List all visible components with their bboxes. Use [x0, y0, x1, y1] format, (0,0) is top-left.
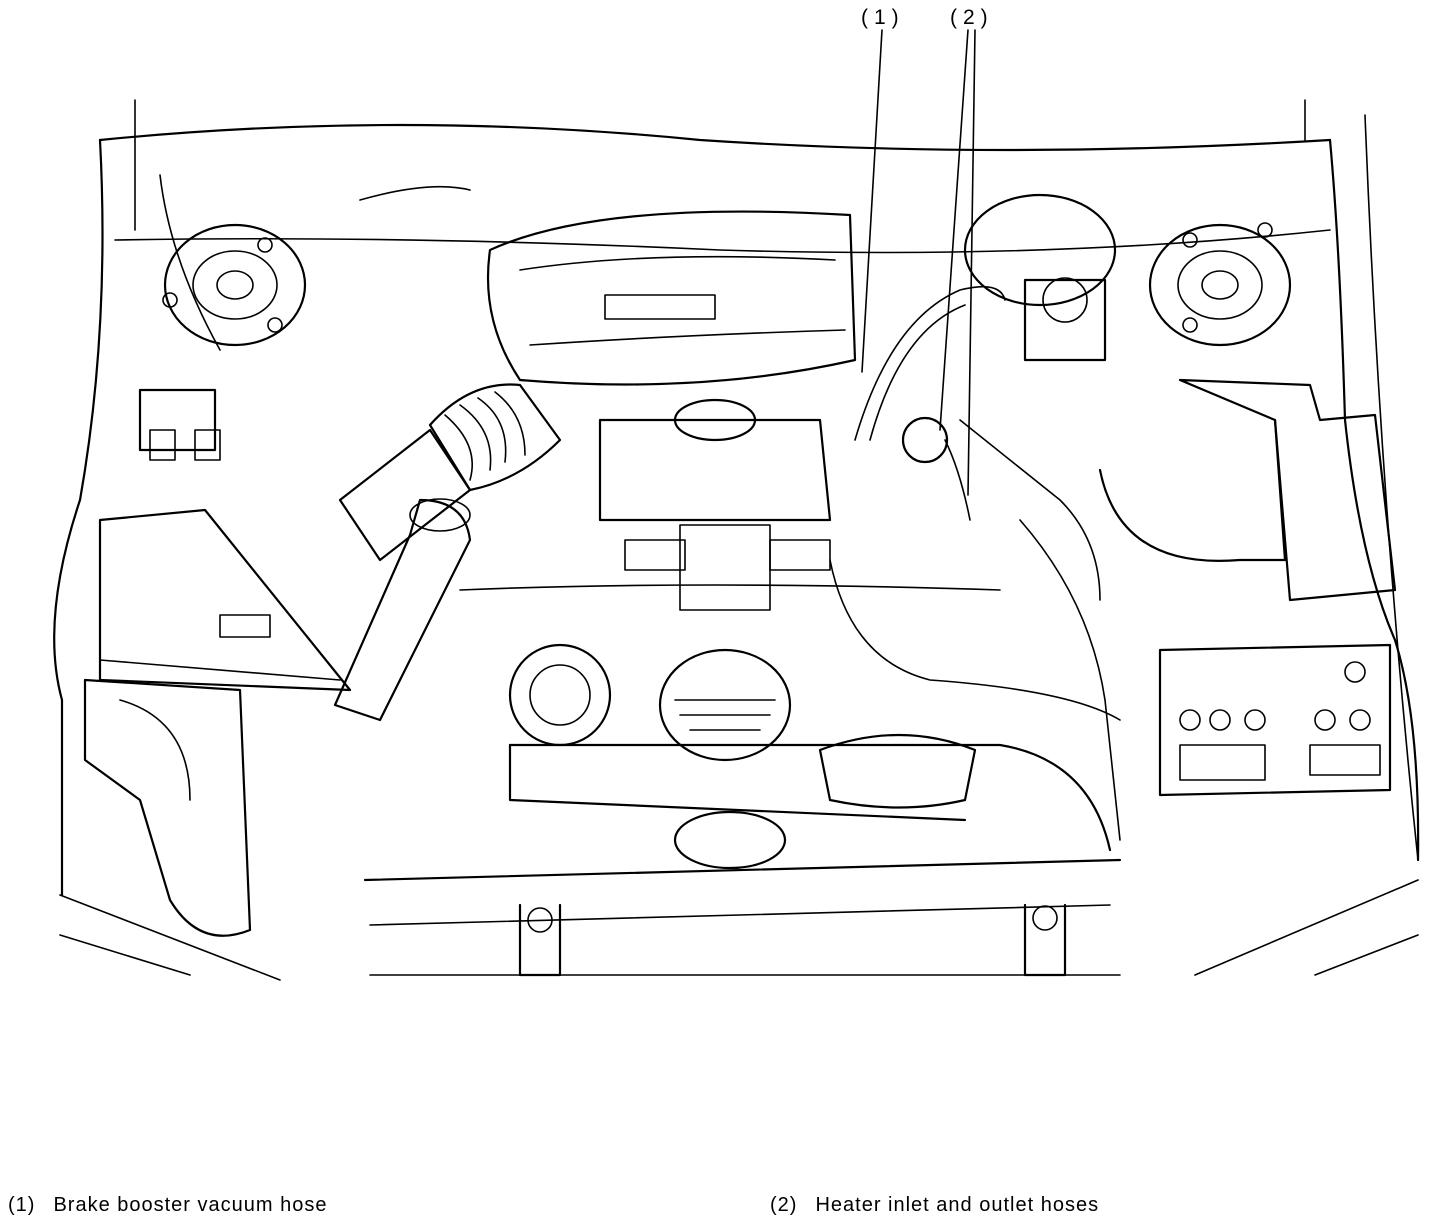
engine-block	[598, 398, 949, 611]
body-outline	[53, 99, 1420, 981]
legend-item-2: (2) Heater inlet and outlet hoses	[770, 1194, 1099, 1217]
legend-number-1: (1)	[8, 1194, 36, 1216]
relay-box-left	[138, 388, 221, 461]
callout-label-2: (2)	[950, 6, 994, 29]
callout-label-1: (1)	[861, 6, 905, 29]
callout-leaders	[861, 29, 976, 496]
radiator-support	[363, 858, 1122, 977]
hoses	[159, 174, 1121, 841]
left-strut-tower	[162, 223, 307, 347]
fuse-box-right	[1098, 378, 1397, 602]
air-intake-tube	[333, 498, 472, 722]
intake-boot	[338, 383, 562, 562]
legend-number-2: (2)	[770, 1194, 798, 1216]
washer-reservoir	[83, 678, 252, 937]
right-strut-tower	[1148, 222, 1292, 347]
legend-text-1: Brake booster vacuum hose	[53, 1194, 328, 1216]
brake-booster	[963, 193, 1117, 362]
air-cleaner-box	[98, 508, 352, 692]
legend-item-1: (1) Brake booster vacuum hose	[8, 1194, 327, 1217]
front-pulleys	[508, 643, 1112, 870]
legend-text-2: Heater inlet and outlet hoses	[815, 1194, 1100, 1216]
battery	[1158, 643, 1392, 797]
engine-cover	[486, 210, 857, 386]
